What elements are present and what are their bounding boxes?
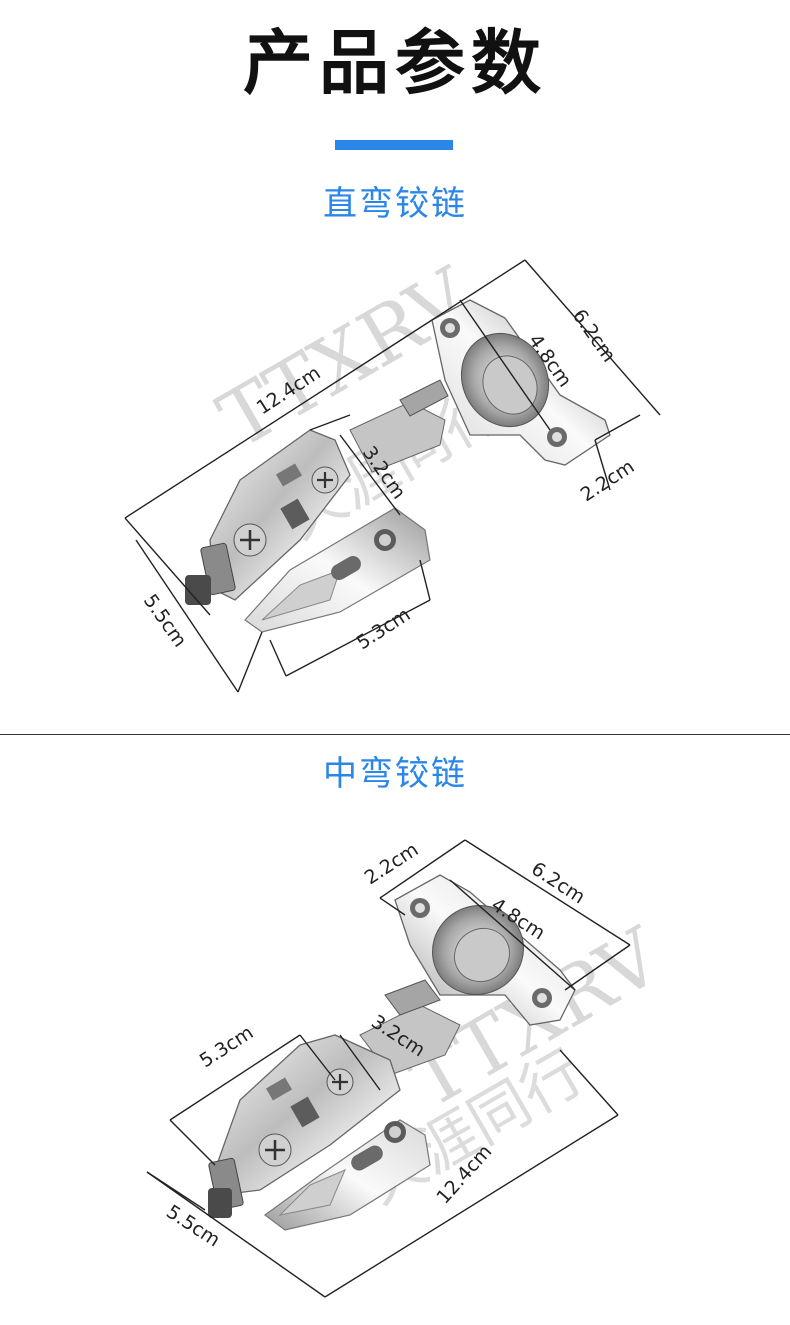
hinge-image (185, 299, 611, 633)
dim-cup-depth: 2.2cm (361, 839, 423, 890)
hinge-image (208, 874, 576, 1231)
page-title: 产品参数 (243, 22, 547, 104)
dim-base-width: 5.5cm (139, 590, 191, 651)
section-title-medium: 中弯铰链 (323, 754, 467, 794)
dim-cup-plate-width: 6.2cm (527, 858, 589, 909)
dim-base-plate: 5.3cm (196, 1022, 258, 1073)
straight-hinge-diagram: TTXRV 天涯同行 12.4cm 6.2cm 4 (124, 251, 661, 693)
dim-base-plate: 5.3cm (353, 604, 415, 655)
medium-hinge-diagram: TTXRV 天涯同行 2.2cm 6.2cm 4. (146, 839, 678, 1298)
section-divider (0, 734, 790, 735)
title-accent-bar (335, 140, 453, 150)
section-title-straight: 直弯铰链 (323, 184, 467, 224)
dim-cup-depth: 2.2cm (577, 456, 639, 507)
dim-cup-plate-width: 6.2cm (568, 305, 620, 366)
